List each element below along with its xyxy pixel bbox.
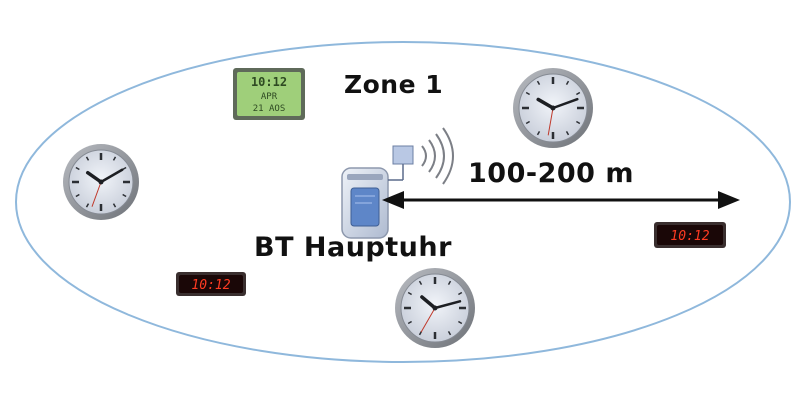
radio-waves-icon: [421, 127, 454, 185]
led-clock-time: 10:12: [670, 229, 709, 244]
led-digital-clock-icon: 10:12: [176, 272, 246, 296]
double-headed-arrow-icon: [382, 191, 740, 209]
distance-label: 100-200 m: [468, 158, 634, 189]
analog-wall-clock-icon: [513, 68, 593, 148]
analog-wall-clock-icon: [395, 268, 475, 348]
led-digital-clock-icon: 10:12: [654, 222, 726, 248]
zone-boundary: [15, 41, 791, 363]
analog-wall-clock-icon: [63, 144, 139, 220]
led-clock-time: 10:12: [191, 278, 230, 293]
master-clock-label: BT Hauptuhr: [254, 232, 452, 263]
lcd-clock-month: APR: [261, 92, 278, 102]
zone-label: Zone 1: [344, 70, 444, 99]
radio-antenna-icon: [388, 145, 414, 181]
lcd-date-clock-icon: 10:12 APR 21 AOS: [233, 68, 305, 120]
lcd-clock-date: 21 AOS: [253, 104, 286, 114]
lcd-clock-time: 10:12: [251, 75, 287, 89]
master-clock-device-icon: [341, 167, 389, 239]
